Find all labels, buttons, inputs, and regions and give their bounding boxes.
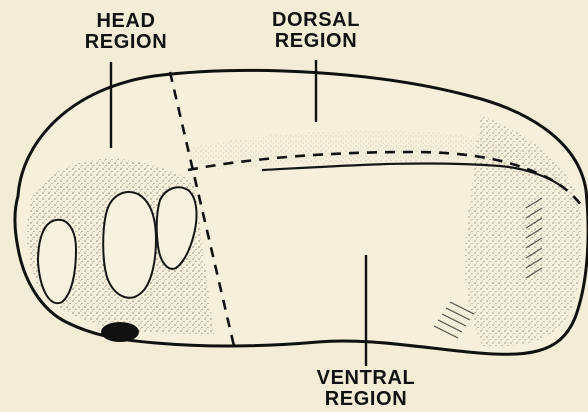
dorsal-region-label-line1: DORSAL	[260, 10, 372, 31]
head-region-label-line1: HEAD	[70, 11, 182, 32]
dorsal-region-label: DORSAL REGION	[260, 10, 372, 52]
anterior-lobe-2	[103, 192, 156, 298]
head-region-label-line2: REGION	[70, 32, 182, 53]
ventral-region-label: VENTRAL REGION	[306, 368, 426, 410]
sucker-spot	[101, 322, 139, 342]
ventral-region-label-line2: REGION	[306, 389, 426, 410]
anterior-lobe-1	[38, 220, 76, 303]
dorsal-region-label-line2: REGION	[260, 31, 372, 52]
ventral-region-label-line1: VENTRAL	[306, 368, 426, 389]
head-region-label: HEAD REGION	[70, 11, 182, 53]
